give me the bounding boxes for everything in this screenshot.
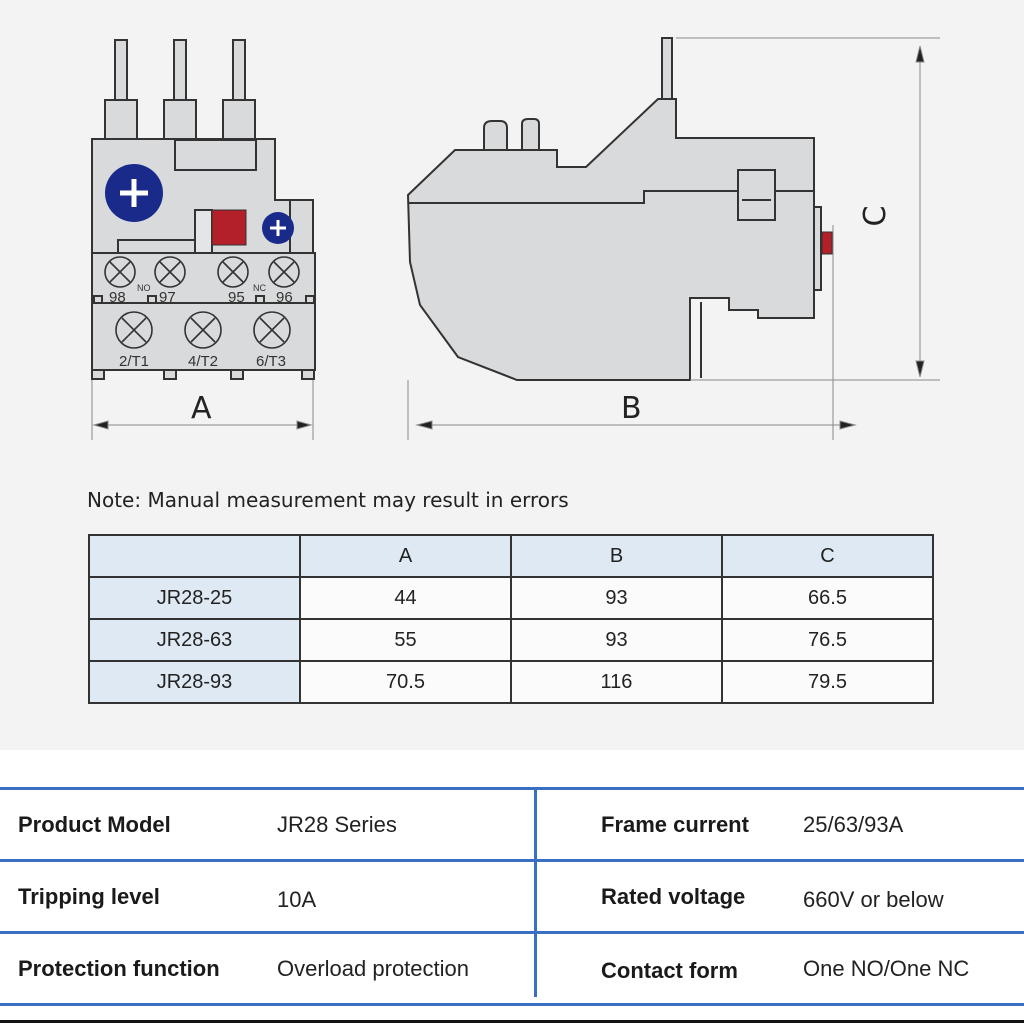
spec-value: One NO/One NC [803,956,970,981]
table-cell: 93 [510,576,723,620]
spec-row: Product Model JR28 Series Frame current … [0,787,1024,862]
measurement-note: Note: Manual measurement may result in e… [87,488,569,512]
spec-label: Tripping level [18,884,160,909]
table-cell: 116 [510,660,723,704]
terminal-97: 97 [159,289,176,306]
terminal-no: NO [137,283,151,293]
spec-label: Contact form [601,958,738,983]
dimension-b-c [407,37,940,440]
header-cell: B [510,534,723,578]
spec-label: Protection function [18,956,220,981]
front-view [91,39,316,380]
spec-row: Protection function Overload protection … [0,934,1024,1006]
table-row: JR28-93 70.5 116 79.5 [88,660,934,704]
terminal-nc: NC [253,283,266,293]
terminal-4t2: 4/T2 [188,353,218,370]
table-header-row: A B C [88,534,934,578]
table-row: JR28-63 55 93 76.5 [88,618,934,662]
model-cell: JR28-63 [88,618,301,662]
spec-value: 660V or below [803,887,944,912]
spec-label: Frame current [601,812,749,837]
terminal-6t3: 6/T3 [256,353,286,370]
table-row: JR28-25 44 93 66.5 [88,576,934,620]
table-cell: 76.5 [721,618,934,662]
indicator-red-side [821,231,833,255]
terminal-98: 98 [109,289,126,306]
indicator-red [211,209,247,246]
terminal-95: 95 [228,289,245,306]
table-cell: 44 [299,576,512,620]
spec-column-divider [534,787,537,997]
relay-dimension-drawing: 98 NO 97 95 NC 96 2/T1 4/T2 6/T3 A B C [91,37,940,440]
bottom-divider [0,1020,1024,1023]
plus-icon [270,220,286,236]
model-cell: JR28-25 [88,576,301,620]
table-cell: 93 [510,618,723,662]
table-cell: 79.5 [721,660,934,704]
spec-row: Tripping level 10A Rated voltage 660V or… [0,862,1024,934]
table-cell: 70.5 [299,660,512,704]
header-cell [88,534,301,578]
dimension-a [91,380,314,440]
spec-value: 25/63/93A [803,812,904,837]
spec-value: 10A [277,887,317,912]
side-view [406,37,822,381]
spec-value: JR28 Series [277,812,397,837]
terminal-2t1: 2/T1 [119,353,149,370]
plus-icon [120,179,148,207]
table-cell: 66.5 [721,576,934,620]
dimensions-table: A B C JR28-25 44 93 66.5 JR28-63 55 93 7… [88,534,934,704]
spec-value: Overload protection [277,956,469,981]
dimension-label-a: A [191,391,212,426]
table-cell: 55 [299,618,512,662]
terminal-96: 96 [276,289,293,306]
spec-table: Product Model JR28 Series Frame current … [0,787,1024,1006]
dimension-label-c: C [858,206,893,227]
spec-label: Product Model [18,812,171,837]
spec-label: Rated voltage [601,884,746,909]
dimension-label-b: B [621,391,642,426]
model-cell: JR28-93 [88,660,301,704]
header-cell: A [299,534,512,578]
header-cell: C [721,534,934,578]
screw-icons [104,256,300,349]
